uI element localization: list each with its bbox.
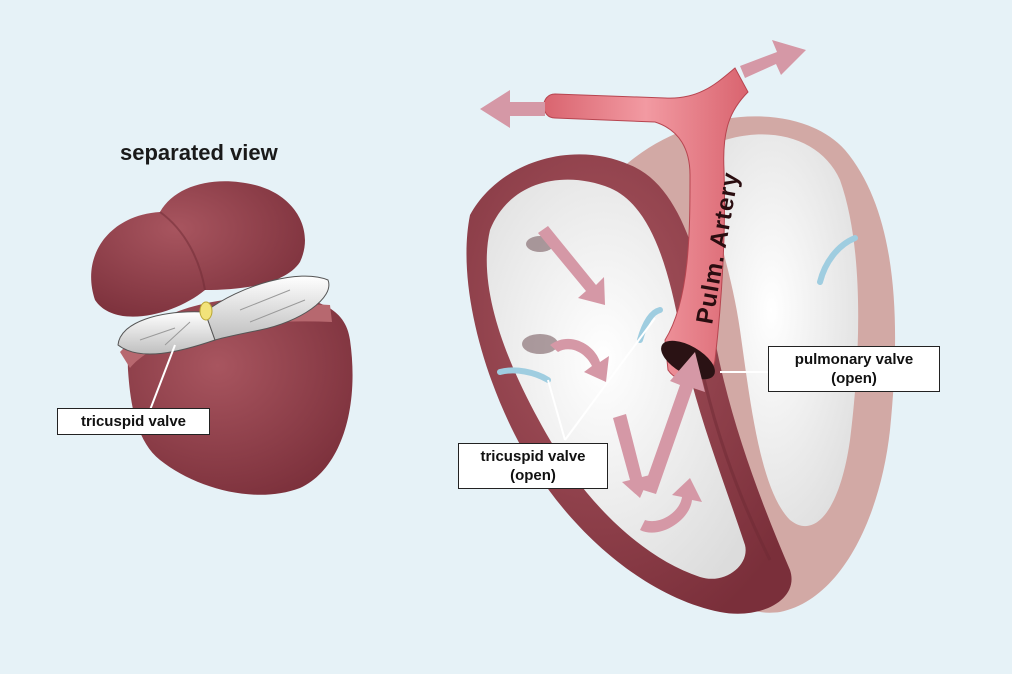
pulmonary-valve-callout: pulmonary valve (open) <box>768 346 940 392</box>
view-heading: separated view <box>120 140 278 166</box>
tricuspid-valve-callout-right: tricuspid valve (open) <box>458 443 608 489</box>
callout-line-2: (open) <box>467 466 599 485</box>
callout-line-1: pulmonary valve <box>777 350 931 369</box>
flow-arrow-branch-right <box>740 40 806 78</box>
aortic-root-highlight <box>200 302 212 320</box>
callout-line-1: tricuspid valve <box>467 447 599 466</box>
flow-arrow-branch-left <box>480 90 545 128</box>
separated-heart-view <box>91 181 352 495</box>
heart-section-view: Pulm. Artery <box>466 40 895 614</box>
callout-line-2: (open) <box>777 369 931 388</box>
tricuspid-valve-callout-left: tricuspid valve <box>57 408 210 435</box>
callout-text: tricuspid valve <box>66 412 201 431</box>
